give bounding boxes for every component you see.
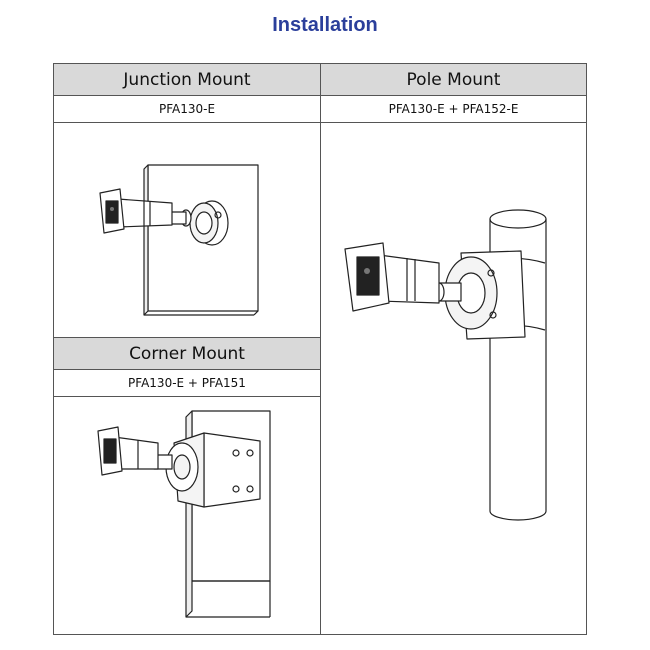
pole-mount-model: PFA130-E + PFA152-E (321, 96, 586, 123)
junction-mount-model: PFA130-E (54, 96, 320, 123)
column-divider (320, 63, 321, 635)
pole-mount-illustration (344, 209, 547, 521)
pole-mount-header: Pole Mount (321, 64, 586, 96)
page-title: Installation (272, 14, 378, 36)
corner-section-divider (54, 337, 320, 338)
corner-mount-model: PFA130-E + PFA151 (54, 370, 320, 397)
corner-mount-header: Corner Mount (54, 338, 320, 370)
junction-mount-header: Junction Mount (54, 64, 320, 96)
corner-mount-illustration (97, 410, 271, 618)
junction-mount-illustration (99, 164, 259, 316)
